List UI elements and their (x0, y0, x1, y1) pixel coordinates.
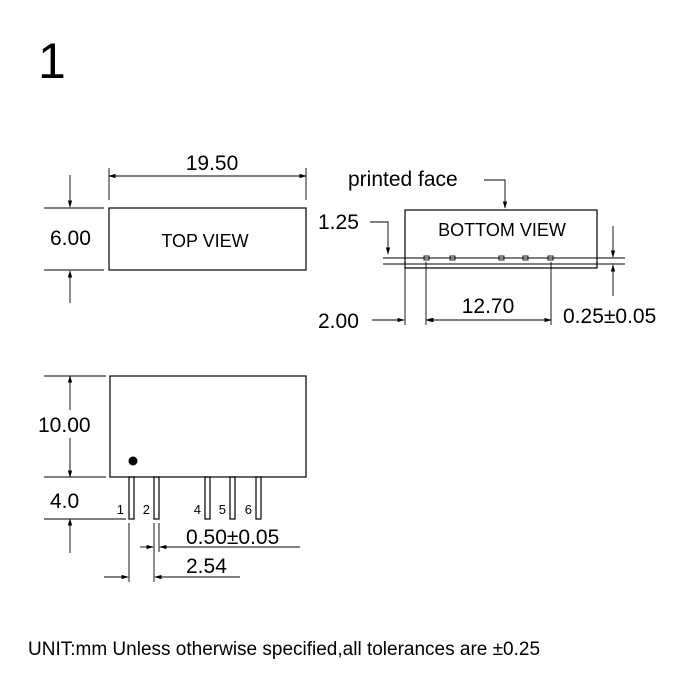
pin-pad (449, 255, 456, 261)
pin-4 (204, 476, 211, 520)
pin-pad (498, 255, 505, 261)
pin-6 (255, 476, 262, 520)
pitch-dim: 2.54 (186, 555, 227, 578)
printed-face-label: printed face (348, 168, 458, 191)
pin-label: 2 (143, 502, 150, 517)
pin-pad (522, 255, 529, 261)
side-height-dim: 10.00 (38, 414, 91, 437)
pin-pad (547, 255, 554, 261)
pin-width-dim: 0.50±0.05 (186, 526, 279, 549)
pin-1 (128, 476, 135, 520)
pin-5 (229, 476, 236, 520)
bottom-view-body (404, 209, 598, 269)
top-view-body (108, 207, 307, 271)
top-height-dim: 6.00 (50, 227, 91, 250)
edge-dim: 1.25 (318, 211, 359, 234)
top-width-dim: 19.50 (186, 152, 239, 175)
pin-label: 1 (117, 502, 124, 517)
pin-length-dim: 4.0 (50, 490, 79, 513)
offset-dim: 2.00 (318, 310, 359, 333)
pin1-marker-dot (128, 456, 138, 466)
top-view: TOP VIEW 19.50 6.00 (44, 152, 307, 303)
unit-note: UNIT:mm Unless otherwise specified,all t… (28, 639, 540, 660)
pin-label: 6 (245, 502, 252, 517)
figure-number: 1 (38, 33, 66, 89)
pin-size-dim: 0.25±0.05 (563, 305, 656, 328)
bottom-view: BOTTOM VIEW printed face 1.25 2.00 12.70… (318, 168, 656, 333)
pin-label: 5 (219, 502, 226, 517)
pin-label: 4 (194, 502, 201, 517)
top-view-label: TOP VIEW (161, 231, 248, 251)
pin-2 (153, 476, 160, 520)
side-view: 1 2 4 5 6 10.00 4.0 0.50±0.05 2.54 (38, 375, 307, 582)
side-view-body (109, 375, 307, 478)
span-dim: 12.70 (462, 295, 515, 318)
pin-pad (423, 255, 430, 261)
bottom-view-label: BOTTOM VIEW (438, 220, 566, 240)
